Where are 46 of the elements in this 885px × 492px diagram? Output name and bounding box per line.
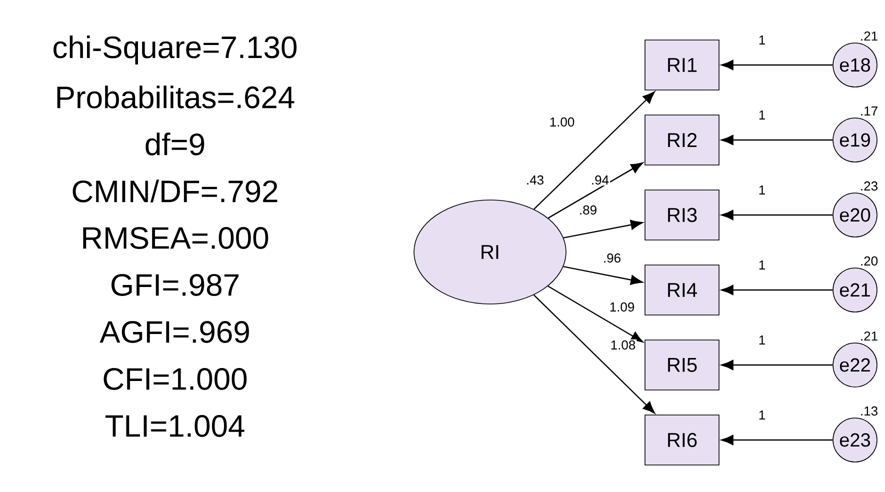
arrow — [721, 60, 833, 70]
edge-label: .89 — [580, 205, 596, 215]
edge-label: 1 — [759, 186, 765, 194]
indicator-box: RI4 — [644, 264, 720, 316]
fit-statistic: CFI=1.000 — [104, 368, 247, 390]
edge-label: .94 — [592, 175, 609, 185]
indicator-box: RI2 — [644, 114, 720, 166]
arrow — [548, 286, 644, 342]
arrow — [563, 266, 643, 285]
arrow — [548, 162, 644, 219]
variance-label: .20 — [861, 256, 878, 266]
arrow — [721, 134, 833, 146]
fit-statistic: CMIN/DF=.792 — [72, 180, 278, 202]
edge-label: 1.00 — [550, 117, 574, 127]
variance-label: .21 — [861, 331, 878, 341]
edge-label: .96 — [604, 253, 620, 263]
fit-statistic: Probabilitas=.624 — [57, 86, 294, 108]
edge-label: 1 — [759, 410, 765, 420]
edge-label: 1.08 — [611, 340, 636, 350]
indicator-box: RI5 — [644, 340, 720, 390]
fit-statistic: chi-Square=7.130 — [54, 36, 297, 64]
fit-statistic: df=9 — [146, 132, 204, 156]
arrow — [563, 220, 643, 238]
edge-label: 1 — [759, 336, 765, 344]
fit-statistic: AGFI=.969 — [100, 321, 249, 343]
arrow — [534, 91, 655, 210]
arrow — [721, 210, 833, 220]
arrow — [721, 434, 833, 446]
arrow — [721, 360, 833, 370]
fit-statistic: RMSEA=.000 — [83, 227, 268, 249]
indicator-box: RI1 — [644, 40, 720, 90]
edge-label: 1.09 — [610, 302, 634, 312]
edge-label: 1 — [759, 36, 765, 44]
variance-label: .43 — [527, 175, 544, 185]
variance-label: .21 — [861, 31, 878, 41]
edge-label: 1 — [759, 260, 765, 270]
fit-statistic: GFI=.987 — [112, 274, 238, 296]
fit-statistic: TLI=1.004 — [105, 415, 244, 437]
variance-label: .23 — [861, 181, 878, 191]
variance-label: .13 — [861, 406, 878, 416]
arrow — [721, 284, 833, 296]
edge-label: 1 — [759, 110, 765, 120]
arrow — [533, 294, 656, 414]
variance-label: .17 — [861, 106, 878, 116]
indicator-box: RI6 — [644, 414, 720, 466]
indicator-box: RI3 — [644, 190, 720, 240]
